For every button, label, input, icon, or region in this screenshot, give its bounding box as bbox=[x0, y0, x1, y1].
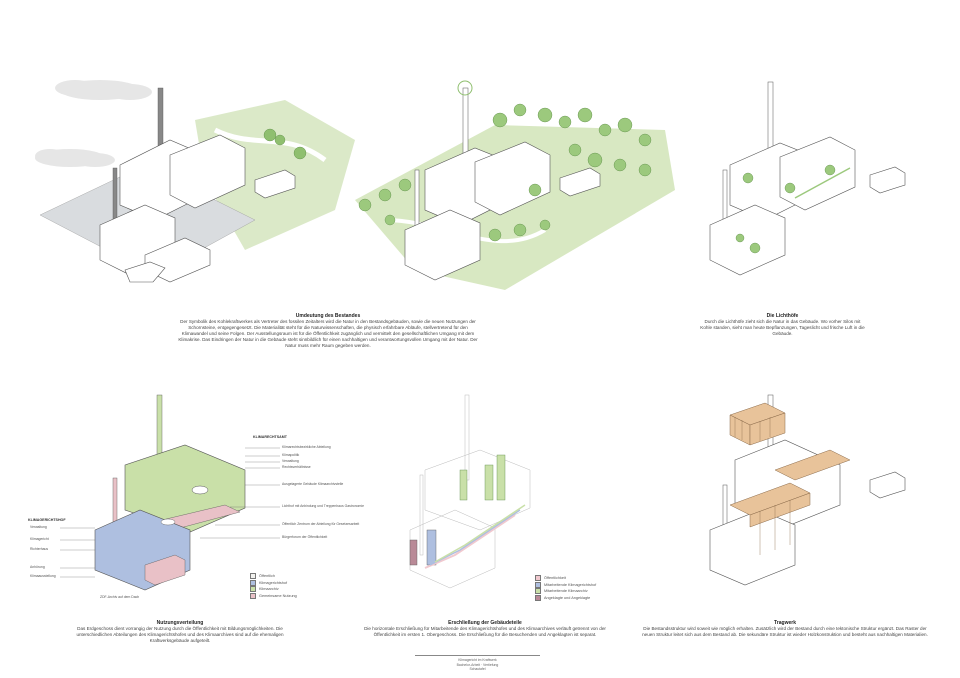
use-legend: Öffentlich Klimagerichtshof Klimaarchiv … bbox=[250, 573, 297, 599]
legend-swatch bbox=[535, 575, 541, 581]
legend-swatch bbox=[535, 588, 541, 594]
legend-item: Öffentlichkeit bbox=[535, 575, 596, 582]
caption-title: Tragwerk bbox=[774, 620, 796, 626]
circulation-legend: Öffentlichkeit Mitarbeitende Klimagerich… bbox=[535, 575, 596, 601]
tree-cluster bbox=[358, 103, 652, 242]
annotation-left: Verwaltung bbox=[30, 525, 47, 529]
annotation-right: Lichthof mit Anbindung und Treppenhaus G… bbox=[282, 504, 364, 508]
annotation-bottom: ZDF-Archiv auf dem Dach bbox=[100, 595, 140, 599]
diagram-reinterpretation bbox=[345, 70, 685, 310]
caption-use-distribution: Nutzungsverteilung Das Erdgeschoss dient… bbox=[60, 620, 300, 644]
diagram-light-courts bbox=[700, 70, 930, 310]
chimney-small bbox=[414, 169, 420, 231]
diagram-structure bbox=[690, 385, 920, 615]
annotation-right: Rechtsverhältnisse bbox=[282, 465, 311, 469]
legend-item: Öffentlich bbox=[250, 573, 297, 580]
annotation-right: Bürgerforum der Öffentlichkeit bbox=[282, 535, 328, 539]
legend-swatch bbox=[535, 581, 541, 588]
caption-structure: Tragwerk Die Bestandsstruktur wird sowei… bbox=[640, 620, 930, 638]
legend-item: Angeklagte und Angeklagte bbox=[535, 594, 596, 602]
caption-text: Das Erdgeschoss dient vorrangig der Nutz… bbox=[76, 626, 284, 643]
caption-text: Durch die Lichthöfe zieht sich die Natur… bbox=[700, 319, 865, 336]
legend-item: Gemeinsame Nutzung bbox=[250, 592, 297, 600]
legend-swatch bbox=[535, 594, 541, 601]
label-top: KLIMARECHTSAMT bbox=[253, 435, 287, 439]
diagram-existing-plant bbox=[25, 60, 365, 310]
legend-item: Klimagerichtshof bbox=[250, 579, 297, 587]
caption-reinterpretation: Umdeutung des Bestandes Der Symbolik des… bbox=[178, 313, 478, 349]
caption-text: Der Symbolik des Kohlekraftwerkes als Ve… bbox=[178, 319, 478, 348]
diagram-use-distribution: KLIMARECHTSAMT KLIMAGERICHTSHOF Klimarec… bbox=[28, 390, 364, 615]
smoke-cloud bbox=[35, 80, 152, 167]
footer-line: Schautafel bbox=[469, 667, 486, 671]
legend-item: Mitarbeitende Klimagerichtshof bbox=[535, 581, 596, 589]
legend-item: Mitarbeitende Klimaarchiv bbox=[535, 588, 596, 595]
legend-swatch bbox=[250, 579, 256, 586]
footer: Klimagericht im Kraftwerk Bachelor-Arbei… bbox=[415, 655, 540, 672]
chimney-crown bbox=[457, 80, 473, 96]
annotation-right: Klimapolitik bbox=[282, 453, 300, 457]
caption-title: Umdeutung des Bestandes bbox=[295, 313, 361, 319]
caption-text: Die Bestandsstruktur wird soweit wie mög… bbox=[642, 626, 928, 637]
diagram-circulation: Öffentlichkeit Mitarbeitende Klimagerich… bbox=[385, 390, 605, 615]
footer-line: Klimagericht im Kraftwerk bbox=[458, 658, 497, 662]
caption-title: Erschließung der Gebäudeteile bbox=[448, 620, 522, 626]
annotation-left: Anhörung bbox=[30, 565, 45, 569]
legend-swatch bbox=[250, 573, 256, 579]
legend-swatch bbox=[250, 592, 256, 599]
caption-title: Nutzungsverteilung bbox=[156, 620, 204, 626]
caption-circulation: Erschließung der Gebäudeteile Die horizo… bbox=[360, 620, 610, 638]
annotation-left: Richterhaus bbox=[30, 547, 49, 551]
legend-swatch bbox=[250, 586, 256, 592]
courtyard-trees bbox=[735, 164, 836, 254]
caption-light-courts: Die Lichthöfe Durch die Lichthöfe zieht … bbox=[700, 313, 865, 337]
annotation-right: Klimarechtsbezirkliche Abteilung bbox=[282, 445, 331, 449]
caption-title: Die Lichthöfe bbox=[766, 313, 799, 319]
annotation-left: Klimagericht bbox=[30, 537, 49, 541]
annotation-right: Verwaltung bbox=[282, 459, 299, 463]
annotation-right: Öffentlich Zentrum der Abteilung für Ges… bbox=[282, 522, 360, 526]
legend-item: Klimaarchiv bbox=[250, 586, 297, 593]
footer-line: Bachelor-Arbeit · Vertiefung bbox=[456, 662, 499, 667]
annotation-left: Klimaausstellung bbox=[30, 574, 56, 578]
caption-text: Die horizontale Erschließung für Mitarbe… bbox=[364, 626, 606, 637]
label-left: KLIMAGERICHTSHOF bbox=[28, 518, 66, 522]
annotation-right: Ausgelagerte Gebäude Klimaarchivstelle bbox=[282, 482, 344, 486]
